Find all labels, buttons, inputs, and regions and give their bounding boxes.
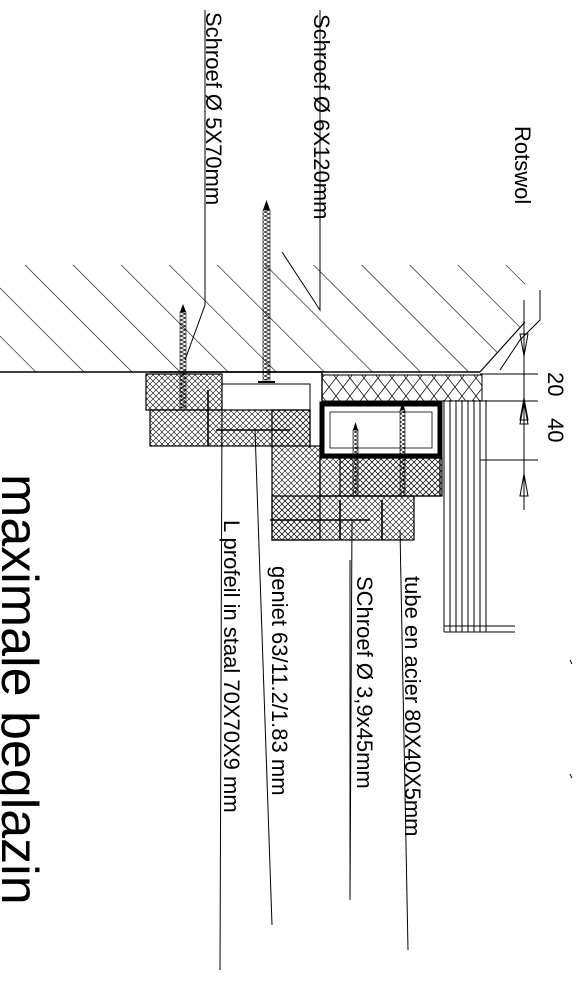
screw-5x70 — [179, 304, 187, 409]
label-schroef-3-9x45: SChroef Ø 3,9x45mm — [352, 576, 377, 789]
glazing-lines — [443, 400, 515, 633]
drawing-title: maximale beglazin — [0, 474, 48, 905]
label-tube: tube en acier 80X40X5mm — [400, 576, 425, 837]
label-rotswol: Rotswol — [510, 126, 535, 204]
label-geniet: geniet 63/11.2/1.83 mm — [267, 566, 292, 796]
rivet-marks — [207, 390, 383, 540]
steel-tube — [319, 401, 443, 459]
label-schroef-5x70: Schroef Ø 5X70mm — [201, 12, 226, 205]
dimension-label-40: 40 — [543, 418, 568, 442]
screw-3-9x45-a — [352, 422, 359, 497]
rockwool-layer — [321, 374, 483, 402]
label-l-profiel: L profeil in staal 70X70X9 mm — [219, 520, 244, 813]
dimension-label-20: 20 — [543, 372, 568, 396]
label-schroef-6x120: Schroef Ø 6X120mm — [309, 14, 334, 219]
screw-6x120 — [258, 200, 275, 383]
leader-lines — [184, 10, 541, 971]
profile-blocks — [145, 371, 443, 541]
dimension-markers — [480, 300, 538, 510]
screw-3-9x45-b — [399, 402, 406, 497]
edge-ticks — [569, 659, 573, 779]
wall-hatched — [0, 265, 526, 373]
